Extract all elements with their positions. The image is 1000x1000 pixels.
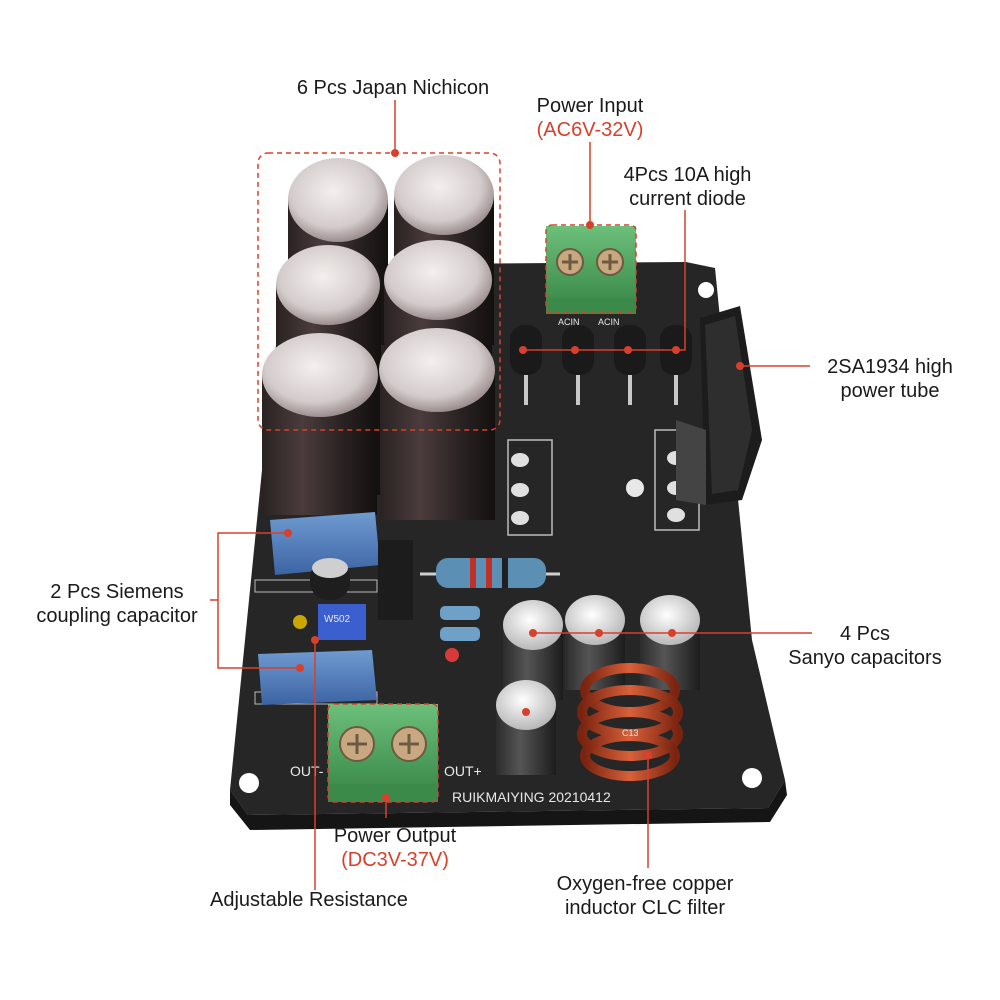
siemens-capacitors: [258, 512, 380, 705]
silk-out-plus: OUT+: [444, 763, 482, 779]
silk-acin-left: ACIN: [558, 317, 580, 327]
callout-sanyo-line1: 4 Pcs: [839, 623, 891, 645]
silk-brand: RUIKMAIYING 20210412: [452, 789, 611, 805]
callout-tube-line2: power tube: [840, 380, 940, 402]
callout-nichicon: 6 Pcs Japan Nichicon: [268, 76, 518, 100]
silk-pot: W502: [324, 614, 351, 625]
callout-siemens-line2: coupling capacitor: [36, 605, 198, 627]
callout-siemens: 2 Pcs Siemens coupling capacitor: [12, 580, 222, 628]
callout-power-tube: 2SA1934 high power tube: [815, 355, 965, 403]
callout-diode-line2: current diode: [629, 188, 746, 210]
callout-adjustable-text: Adjustable Resistance: [210, 889, 408, 911]
callout-diode: 4Pcs 10A high current diode: [600, 163, 775, 211]
output-terminal-block: [328, 704, 438, 802]
callout-tube-line1: 2SA1934 high: [827, 356, 953, 378]
callout-power-output: Power Output (DC3V-37V): [310, 824, 480, 872]
callout-power-input: Power Input (AC6V-32V): [505, 94, 675, 142]
callout-inductor-line1: Oxygen-free copper: [556, 873, 734, 895]
mounting-hole: [698, 282, 714, 298]
callout-siemens-line1: 2 Pcs Siemens: [50, 581, 184, 603]
silk-out-minus: OUT-: [290, 763, 324, 779]
small-components: [293, 540, 560, 662]
power-tube-heatsink: [676, 306, 762, 505]
callout-sanyo: 4 Pcs Sanyo capacitors: [770, 622, 960, 670]
callout-inductor-line2: inductor CLC filter: [564, 897, 726, 919]
nichicon-capacitors: [262, 155, 495, 520]
callout-inductor: Oxygen-free copper inductor CLC filter: [530, 872, 760, 920]
copper-inductor: [577, 663, 683, 781]
silk-acin-right: ACIN: [598, 317, 620, 327]
silk-inductor: C13: [622, 728, 639, 738]
callout-diode-line1: 4Pcs 10A high: [623, 164, 752, 186]
mounting-hole: [626, 479, 644, 497]
callout-dots: [284, 149, 744, 802]
callout-power-output-title: Power Output: [333, 825, 457, 847]
mounting-hole: [742, 768, 762, 788]
callout-power-input-title: Power Input: [536, 95, 644, 117]
callout-power-output-range: (DC3V-37V): [341, 849, 449, 871]
callout-sanyo-line2: Sanyo capacitors: [788, 647, 942, 669]
silkscreen-text: OUT- OUT+ RUIKMAIYING 20210412 ACIN ACIN…: [290, 317, 639, 805]
callout-adjustable: Adjustable Resistance: [210, 888, 408, 912]
callout-power-input-range: (AC6V-32V): [536, 119, 644, 141]
mounting-hole: [239, 773, 259, 793]
callout-nichicon-text: 6 Pcs Japan Nichicon: [296, 77, 490, 99]
input-terminal-block: [546, 226, 636, 314]
